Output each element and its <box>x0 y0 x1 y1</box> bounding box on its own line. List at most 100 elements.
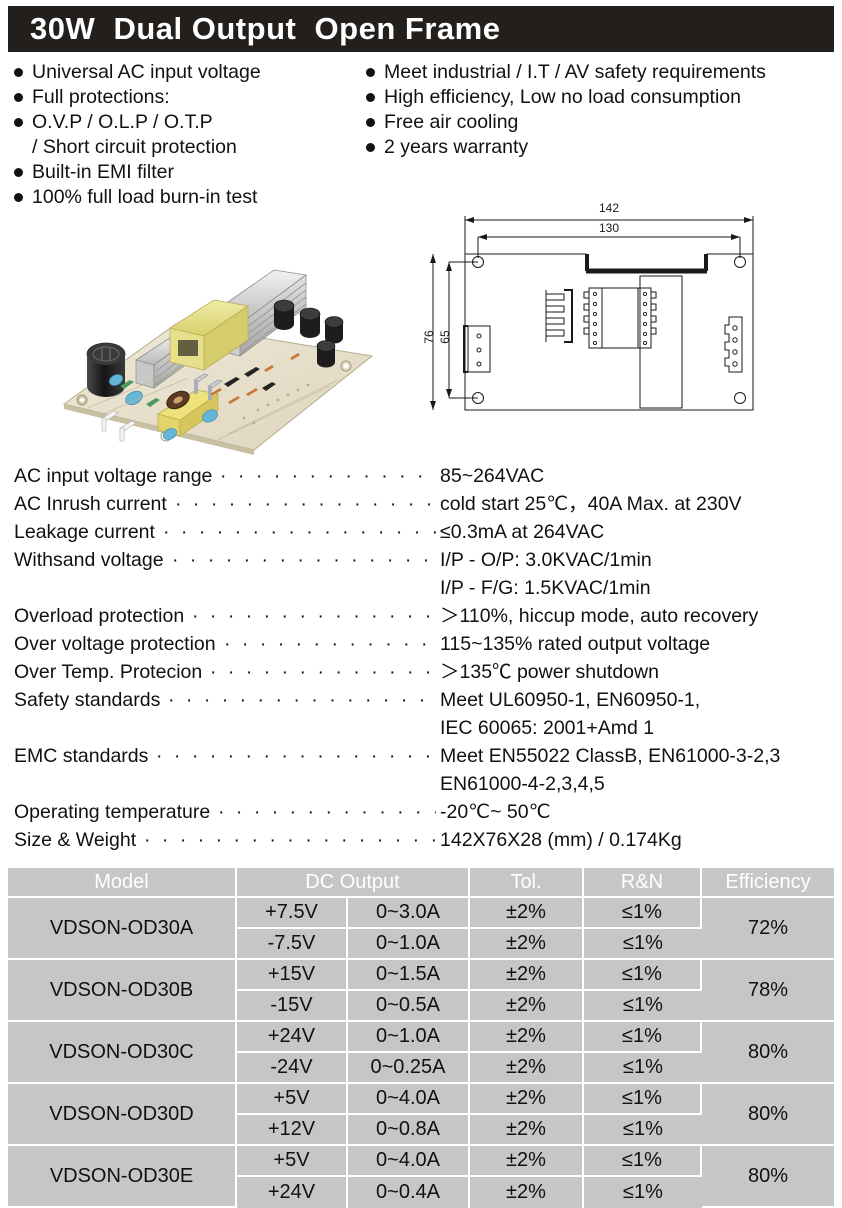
spec-row: Overload protection＞110%, hiccup mode, a… <box>0 602 842 630</box>
bullet-icon <box>14 68 23 77</box>
bullet-icon <box>14 193 23 202</box>
header-tol: Tol. <box>470 868 584 898</box>
cell-voltage: -24V <box>237 1053 348 1084</box>
leader-dots: · · · · · · · · · · · · · · · · · · · · … <box>168 689 436 711</box>
cell-tolerance: ±2% <box>470 1115 584 1146</box>
cell-efficiency: 78% <box>702 960 834 1022</box>
cell-voltage: +5V <box>237 1084 348 1115</box>
cell-voltage: -15V <box>237 991 348 1022</box>
spec-value: 142X76X28 (mm) / 0.174Kg <box>440 829 682 851</box>
cell-voltage: +15V <box>237 960 348 991</box>
spec-label: Safety standards <box>14 689 161 711</box>
feature-label: Full protections: <box>32 86 170 108</box>
leader-dots: · · · · · · · · · · · · · · · · · · · · … <box>192 605 436 627</box>
page-title: 30W Dual Output Open Frame <box>30 11 501 46</box>
cell-tolerance: ±2% <box>470 929 584 960</box>
spec-value: IEC 60065: 2001+Amd 1 <box>440 717 655 739</box>
cell-voltage: +7.5V <box>237 898 348 929</box>
spec-label: Operating temperature <box>14 801 211 823</box>
cell-efficiency: 80% <box>702 1146 834 1208</box>
feature-item: Built-in EMI filter <box>14 160 374 185</box>
leader-dots: · · · · · · · · · · · · · · · · · · · · … <box>220 465 436 487</box>
feature-label: Universal AC input voltage <box>32 61 261 83</box>
spec-label: AC input voltage range <box>14 465 213 487</box>
cell-efficiency: 80% <box>702 1022 834 1084</box>
spec-label: Over voltage protection <box>14 633 216 655</box>
cell-ripple-noise: ≤1% <box>584 929 702 960</box>
cell-tolerance: ±2% <box>470 991 584 1022</box>
cell-current: 0~0.4A <box>348 1177 470 1208</box>
spec-label: EMC standards <box>14 745 149 767</box>
dim-label-130: 130 <box>599 221 619 235</box>
bullet-icon <box>366 118 375 127</box>
spec-value: I/P - O/P: 3.0KVAC/1min <box>440 549 652 571</box>
title-bar: 30W Dual Output Open Frame <box>8 6 834 52</box>
cell-ripple-noise: ≤1% <box>584 1022 702 1053</box>
feature-item: 100% full load burn-in test <box>14 185 374 210</box>
spec-row: Operating temperature-20℃~ 50℃· · · · · … <box>0 798 842 826</box>
cell-tolerance: ±2% <box>470 1084 584 1115</box>
feature-item: High efficiency, Low no load consumption <box>366 85 836 110</box>
cell-tolerance: ±2% <box>470 1177 584 1208</box>
cell-ripple-noise: ≤1% <box>584 991 702 1022</box>
cell-ripple-noise: ≤1% <box>584 1177 702 1208</box>
spec-label: Overload protection <box>14 605 185 627</box>
feature-label: Built-in EMI filter <box>32 161 174 183</box>
feature-label: High efficiency, Low no load consumption <box>384 86 741 108</box>
table-header-row: Model DC Output Tol. R&N Efficiency <box>8 868 834 898</box>
leader-dots: · · · · · · · · · · · · · · · · · · · · … <box>210 661 436 683</box>
product-photo <box>58 228 378 456</box>
spec-row: EN61000-4-2,3,4,5 <box>0 770 842 798</box>
leader-dots: · · · · · · · · · · · · · · · · · · · · … <box>224 633 436 655</box>
spec-label: Size & Weight <box>14 829 137 851</box>
cell-efficiency: 80% <box>702 1084 834 1146</box>
cell-voltage: -7.5V <box>237 929 348 960</box>
dim-label-65: 65 <box>438 330 452 344</box>
feature-item: Universal AC input voltage <box>14 60 374 85</box>
spec-value: ＞135℃ power shutdown <box>440 661 659 683</box>
spec-label: Withsand voltage <box>14 549 164 571</box>
feature-item: Meet industrial / I.T / AV safety requir… <box>366 60 836 85</box>
leader-dots: · · · · · · · · · · · · · · · · · · · · … <box>172 549 436 571</box>
spec-row: Over Temp. Protecion＞135℃ power shutdown… <box>0 658 842 686</box>
spec-label: Leakage current <box>14 521 155 543</box>
leader-dots: · · · · · · · · · · · · · · · · · · · · … <box>163 521 436 543</box>
cell-efficiency: 72% <box>702 898 834 960</box>
cell-current: 0~1.0A <box>348 1022 470 1053</box>
cell-voltage: +24V <box>237 1022 348 1053</box>
bullet-icon <box>14 118 23 127</box>
cell-model: VDSON-OD30C <box>8 1022 237 1084</box>
header-rn: R&N <box>584 868 702 898</box>
cell-tolerance: ±2% <box>470 1022 584 1053</box>
header-model: Model <box>8 868 237 898</box>
spec-row: Leakage current≤0.3mA at 264VAC· · · · ·… <box>0 518 842 546</box>
feature-label: 100% full load burn-in test <box>32 186 258 208</box>
cell-tolerance: ±2% <box>470 898 584 929</box>
feature-item: / Short circuit protection <box>14 135 374 160</box>
cell-current: 0~4.0A <box>348 1084 470 1115</box>
feature-label: Meet industrial / I.T / AV safety requir… <box>384 61 766 83</box>
cell-tolerance: ±2% <box>470 960 584 991</box>
leader-dots: · · · · · · · · · · · · · · · · · · · · … <box>218 801 436 823</box>
cell-ripple-noise: ≤1% <box>584 960 702 991</box>
spec-value: I/P - F/G: 1.5KVAC/1min <box>440 577 651 599</box>
cell-current: 0~0.25A <box>348 1053 470 1084</box>
dimension-drawing: 142 130 76 65 <box>424 201 754 411</box>
spec-value: Meet EN55022 ClassB, EN61000-3-2,3 <box>440 745 781 767</box>
bullet-icon <box>366 93 375 102</box>
bullet-icon <box>14 143 23 152</box>
spec-label: AC Inrush current <box>14 493 167 515</box>
dim-label-142: 142 <box>599 201 619 215</box>
cell-model: VDSON-OD30A <box>8 898 237 960</box>
